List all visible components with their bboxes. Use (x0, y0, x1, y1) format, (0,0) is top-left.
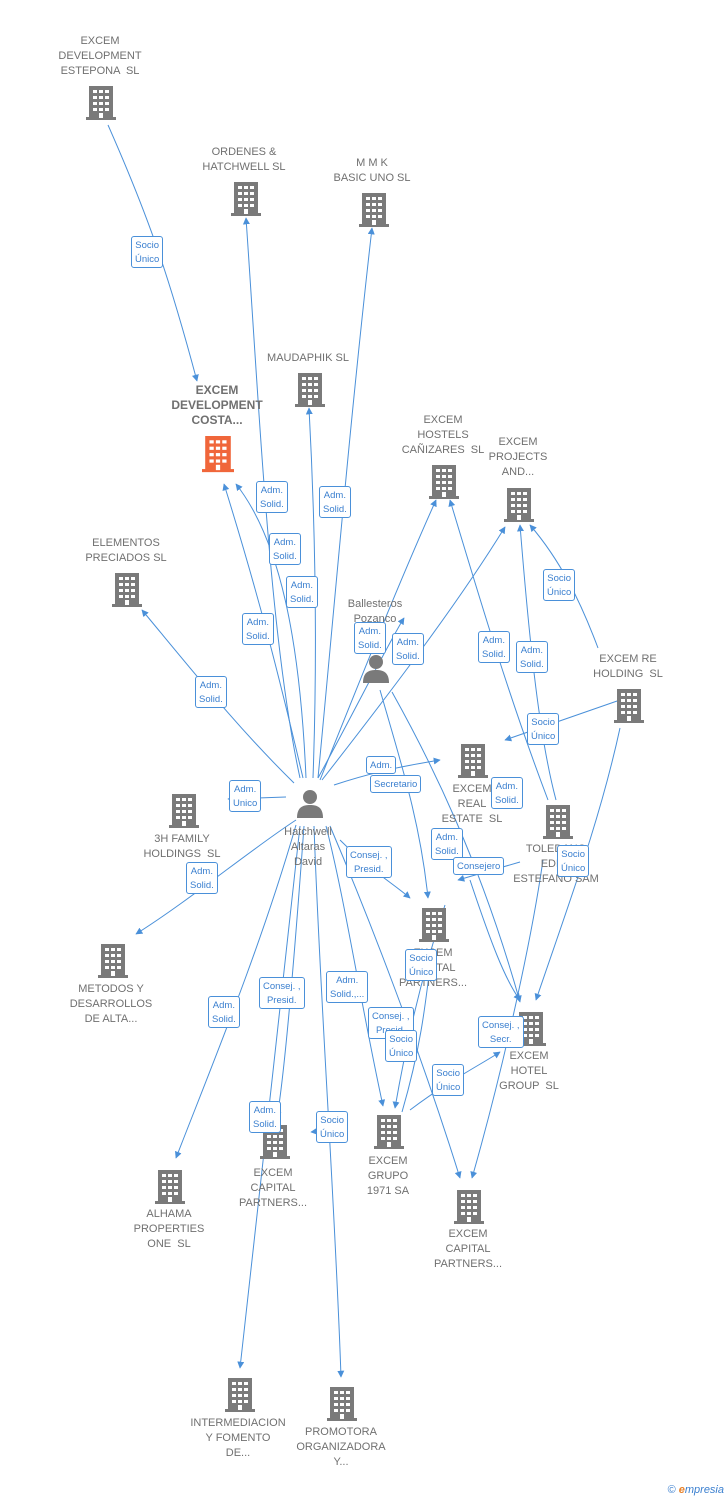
node-label-excem-dev-estepona[interactable]: EXCEM DEVELOPMENT ESTEPONA SL (58, 35, 142, 77)
building-icon[interactable] (458, 744, 488, 778)
relation-badge[interactable]: Consej. , Presid. (346, 846, 392, 878)
node-label-maudaphik[interactable]: MAUDAPHIK SL (267, 352, 349, 364)
relation-badge[interactable]: Adm. Solid. (478, 631, 510, 663)
relationship-edge (235, 483, 307, 779)
relationship-edge (321, 526, 506, 781)
relationship-edge (135, 819, 297, 935)
brand-initial: e (678, 1484, 685, 1496)
building-icon[interactable] (155, 1170, 185, 1204)
relation-badge[interactable]: Adm. Solid. (431, 828, 463, 860)
node-label-three-h-family[interactable]: 3H FAMILY HOLDINGS SL (143, 833, 221, 860)
relation-badge[interactable]: Adm. Solid. (392, 633, 424, 665)
building-icon[interactable] (374, 1115, 404, 1149)
node-label-excem-capital-partners-left[interactable]: EXCEM CAPITAL PARTNERS... (238, 1167, 308, 1209)
node-label-excem-projects[interactable]: EXCEM PROJECTS AND... (488, 436, 548, 478)
relation-badge[interactable]: Adm. (366, 756, 397, 774)
node-label-metodos[interactable]: METODOS Y DESARROLLOS DE ALTA... (69, 983, 153, 1025)
building-icon[interactable] (231, 182, 261, 216)
relation-badge[interactable]: Adm. Solid.,... (326, 971, 369, 1003)
relation-badge[interactable]: Socio Único (131, 236, 164, 268)
node-label-ordenes-hatchwell[interactable]: ORDENES & HATCHWELL SL (202, 146, 286, 173)
building-icon[interactable] (429, 465, 459, 499)
building-icon[interactable] (202, 436, 234, 473)
relation-badge[interactable]: Adm. Solid. (186, 862, 218, 894)
node-label-alhama[interactable]: ALHAMA PROPERTIES ONE SL (133, 1208, 205, 1250)
relation-badge[interactable]: Adm. Solid. (516, 641, 548, 673)
node-label-excem-hotel-group[interactable]: EXCEM HOTEL GROUP SL (499, 1050, 559, 1092)
building-icon[interactable] (225, 1378, 255, 1412)
building-icon[interactable] (98, 944, 128, 978)
building-icon[interactable] (327, 1387, 357, 1421)
person-icon[interactable] (363, 655, 389, 683)
relationship-edge (517, 524, 557, 801)
footer-credit: © empresia (668, 1484, 724, 1496)
building-icon[interactable] (359, 193, 389, 227)
building-icon[interactable] (504, 488, 534, 522)
relation-badge[interactable]: Socio Único (543, 569, 576, 601)
relation-badge[interactable]: Adm. Unico (229, 780, 262, 812)
relation-badge[interactable]: Socio Único (557, 845, 590, 877)
node-label-excem-re-holding[interactable]: EXCEM RE HOLDING SL (593, 653, 663, 680)
relation-badge[interactable]: Socio Único (316, 1111, 349, 1143)
relation-badge[interactable]: Consej. , Secr. (478, 1016, 524, 1048)
relationship-edge (237, 825, 301, 1369)
node-label-intermediacion[interactable]: INTERMEDIACION Y FOMENTO DE... (190, 1417, 286, 1459)
building-icon[interactable] (112, 573, 142, 607)
relation-badge[interactable]: Socio Único (432, 1064, 465, 1096)
relation-badge[interactable]: Adm. Solid. (269, 533, 301, 565)
building-icon[interactable] (419, 908, 449, 942)
node-label-elementos-preciados[interactable]: ELEMENTOS PRECIADOS SL (85, 537, 167, 564)
relation-badge[interactable]: Socio Único (385, 1030, 418, 1062)
relation-badge[interactable]: Adm. Solid. (208, 996, 240, 1028)
brand-name: mpresia (684, 1484, 724, 1496)
relation-badge[interactable]: Consejero (453, 857, 505, 875)
relation-badge[interactable]: Socio Único (527, 713, 560, 745)
relation-badge[interactable]: Adm. Solid. (256, 481, 288, 513)
node-label-excem-capital-partners-bottom[interactable]: EXCEM CAPITAL PARTNERS... (433, 1228, 503, 1270)
person-icon[interactable] (297, 790, 323, 818)
relationship-edge (391, 691, 522, 1003)
building-icon[interactable] (454, 1190, 484, 1224)
node-label-toledano[interactable]: TOLEDANO EDEN ESTEFANO SAM (513, 843, 599, 885)
relationship-edge (504, 699, 621, 742)
relation-badge[interactable]: Secretario (370, 775, 422, 793)
building-icon[interactable] (86, 86, 116, 120)
node-label-excem-hostels[interactable]: EXCEM HOSTELS CAÑIZARES SL (401, 414, 485, 456)
relation-badge[interactable]: Consej. , Presid. (259, 977, 305, 1009)
relation-badge[interactable]: Adm. Solid. (319, 486, 351, 518)
copyright-symbol: © (667, 1484, 676, 1496)
relation-badge[interactable]: Socio Único (405, 949, 438, 981)
building-icon[interactable] (295, 373, 325, 407)
node-label-mmk-basic-uno[interactable]: M M K BASIC UNO SL (333, 157, 411, 184)
relationship-edge (325, 825, 386, 1107)
building-icon[interactable] (169, 794, 199, 828)
building-icon[interactable] (543, 805, 573, 839)
relationship-edge (469, 879, 521, 1001)
relation-badge[interactable]: Adm. Solid. (354, 622, 386, 654)
relation-badge[interactable]: Adm. Solid. (286, 576, 318, 608)
building-icon[interactable] (614, 689, 644, 723)
relation-badge[interactable]: Adm. Solid. (491, 777, 523, 809)
relation-badge[interactable]: Adm. Solid. (242, 613, 274, 645)
relationship-edge (313, 825, 345, 1378)
brand-logo[interactable]: empresia (679, 1484, 724, 1496)
node-label-promotora[interactable]: PROMOTORA ORGANIZADORA Y... (296, 1426, 386, 1468)
relation-badge[interactable]: Adm. Solid. (249, 1101, 281, 1133)
relation-badge[interactable]: Adm. Solid. (195, 676, 227, 708)
node-label-excem-dev-costa[interactable]: EXCEM DEVELOPMENT COSTA... (171, 383, 263, 427)
node-label-excem-real-estate[interactable]: EXCEM REAL ESTATE SL (441, 783, 503, 825)
node-label-excem-grupo-1971[interactable]: EXCEM GRUPO 1971 SA (366, 1155, 410, 1197)
node-label-hatchwell[interactable]: Hatchwell Altaras David (284, 826, 332, 868)
